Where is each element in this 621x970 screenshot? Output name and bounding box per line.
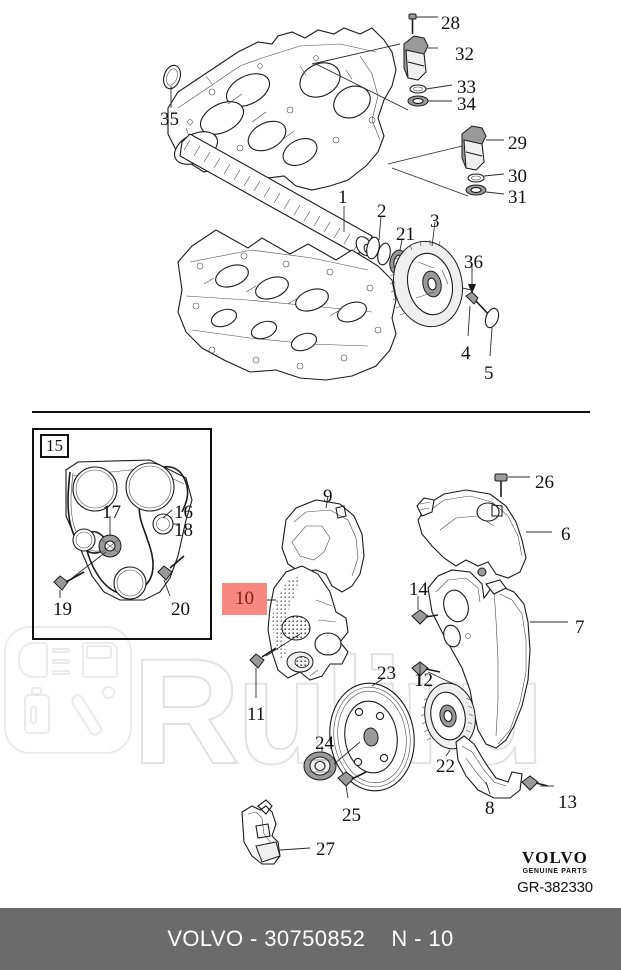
part-12-bolt	[411, 661, 459, 687]
part-31-seal	[465, 184, 505, 196]
callout-1[interactable]: 1	[338, 187, 348, 208]
part-6-upper-rear-cover	[416, 489, 552, 579]
part-13-bolt	[521, 775, 554, 791]
part-22-crankshaft-sprocket	[420, 682, 476, 757]
callout-4[interactable]: 4	[461, 343, 471, 364]
callout-13[interactable]: 13	[558, 792, 577, 813]
footer-part-number: VOLVO - 30750852 N - 10	[167, 926, 454, 951]
part-3-camshaft-sprocket	[389, 221, 463, 328]
callout-3[interactable]: 3	[430, 211, 440, 232]
part-19-bolt	[53, 551, 107, 598]
cylinder-head-block	[177, 229, 397, 381]
part-24-hub-nut	[303, 741, 361, 781]
part-14-bolt	[411, 596, 439, 625]
callout-33[interactable]: 33	[457, 77, 476, 98]
callout-8[interactable]: 8	[485, 798, 495, 819]
callout-18[interactable]: 18	[174, 520, 193, 541]
part-25-bolt	[337, 771, 367, 799]
callout-21[interactable]: 21	[396, 224, 415, 245]
part-2-rings	[366, 215, 391, 266]
callout-12[interactable]: 12	[414, 670, 433, 691]
callout-19[interactable]: 19	[53, 599, 72, 620]
part-36-arrow	[461, 266, 476, 294]
callout-11[interactable]: 11	[247, 704, 266, 725]
volvo-brand-block: VOLVO GENUINE PARTS GR-382330	[505, 849, 605, 896]
part-28-bolt	[408, 13, 438, 34]
callout-31[interactable]: 31	[508, 187, 527, 208]
section-divider	[32, 411, 590, 413]
callout-34[interactable]: 34	[457, 94, 476, 115]
part-32-ignition-coil	[403, 35, 438, 81]
inset-detail-frame	[32, 428, 212, 640]
callout-24[interactable]: 24	[315, 733, 334, 754]
part-34-seal	[407, 95, 452, 107]
part-26-bolt	[494, 473, 530, 497]
inset-timing-belt-diagram	[53, 459, 193, 601]
callout-30[interactable]: 30	[508, 166, 527, 187]
callout-14[interactable]: 14	[409, 579, 428, 600]
part-8-lower-cover	[455, 735, 523, 799]
part-20-bolt	[157, 555, 185, 597]
callout-16[interactable]: 16	[174, 502, 193, 523]
callout-5[interactable]: 5	[484, 363, 494, 384]
exploded-parts-drawing: .ln { fill:none; stroke:#1a1a1a; stroke-…	[53, 13, 568, 865]
part-23-crankshaft-pulley	[329, 677, 415, 792]
part-33-oring	[409, 84, 453, 94]
volvo-wordmark: VOLVO	[521, 848, 589, 867]
callout-7[interactable]: 7	[575, 617, 585, 638]
callout-26[interactable]: 26	[535, 472, 554, 493]
callout-17[interactable]: 17	[102, 502, 121, 523]
part-4-bolt	[465, 291, 491, 337]
callout-20[interactable]: 20	[171, 599, 190, 620]
catalog-reference: GR-382330	[517, 878, 593, 896]
callout-9[interactable]: 9	[323, 486, 333, 507]
part-11-bolt	[249, 633, 301, 698]
callout-15-boxed[interactable]: 15	[40, 434, 69, 458]
callout-25[interactable]: 25	[342, 805, 361, 826]
callout-23[interactable]: 23	[377, 663, 396, 684]
part-30-oring	[467, 173, 505, 183]
callout-36[interactable]: 36	[464, 252, 483, 273]
part-7-rear-timing-cover	[427, 569, 568, 749]
part-5-washer	[484, 307, 500, 357]
callout-10-selected[interactable]: 10	[222, 583, 267, 615]
callout-6[interactable]: 6	[561, 524, 571, 545]
callout-28[interactable]: 28	[441, 13, 460, 34]
part-29-ignition-coil	[461, 125, 504, 171]
volvo-tagline: GENUINE PARTS	[522, 867, 588, 875]
part-27-guide-bracket	[241, 799, 311, 865]
callout-22[interactable]: 22	[436, 756, 455, 777]
callout-35[interactable]: 35	[160, 109, 179, 130]
callout-32[interactable]: 32	[455, 44, 474, 65]
part-10-lower-timing-cover	[258, 565, 349, 681]
part-35-seal	[162, 64, 182, 108]
callout-29[interactable]: 29	[508, 133, 527, 154]
callout-2[interactable]: 2	[377, 201, 387, 222]
callout-27[interactable]: 27	[316, 839, 335, 860]
footer-bar: VOLVO - 30750852 N - 10	[0, 908, 621, 970]
